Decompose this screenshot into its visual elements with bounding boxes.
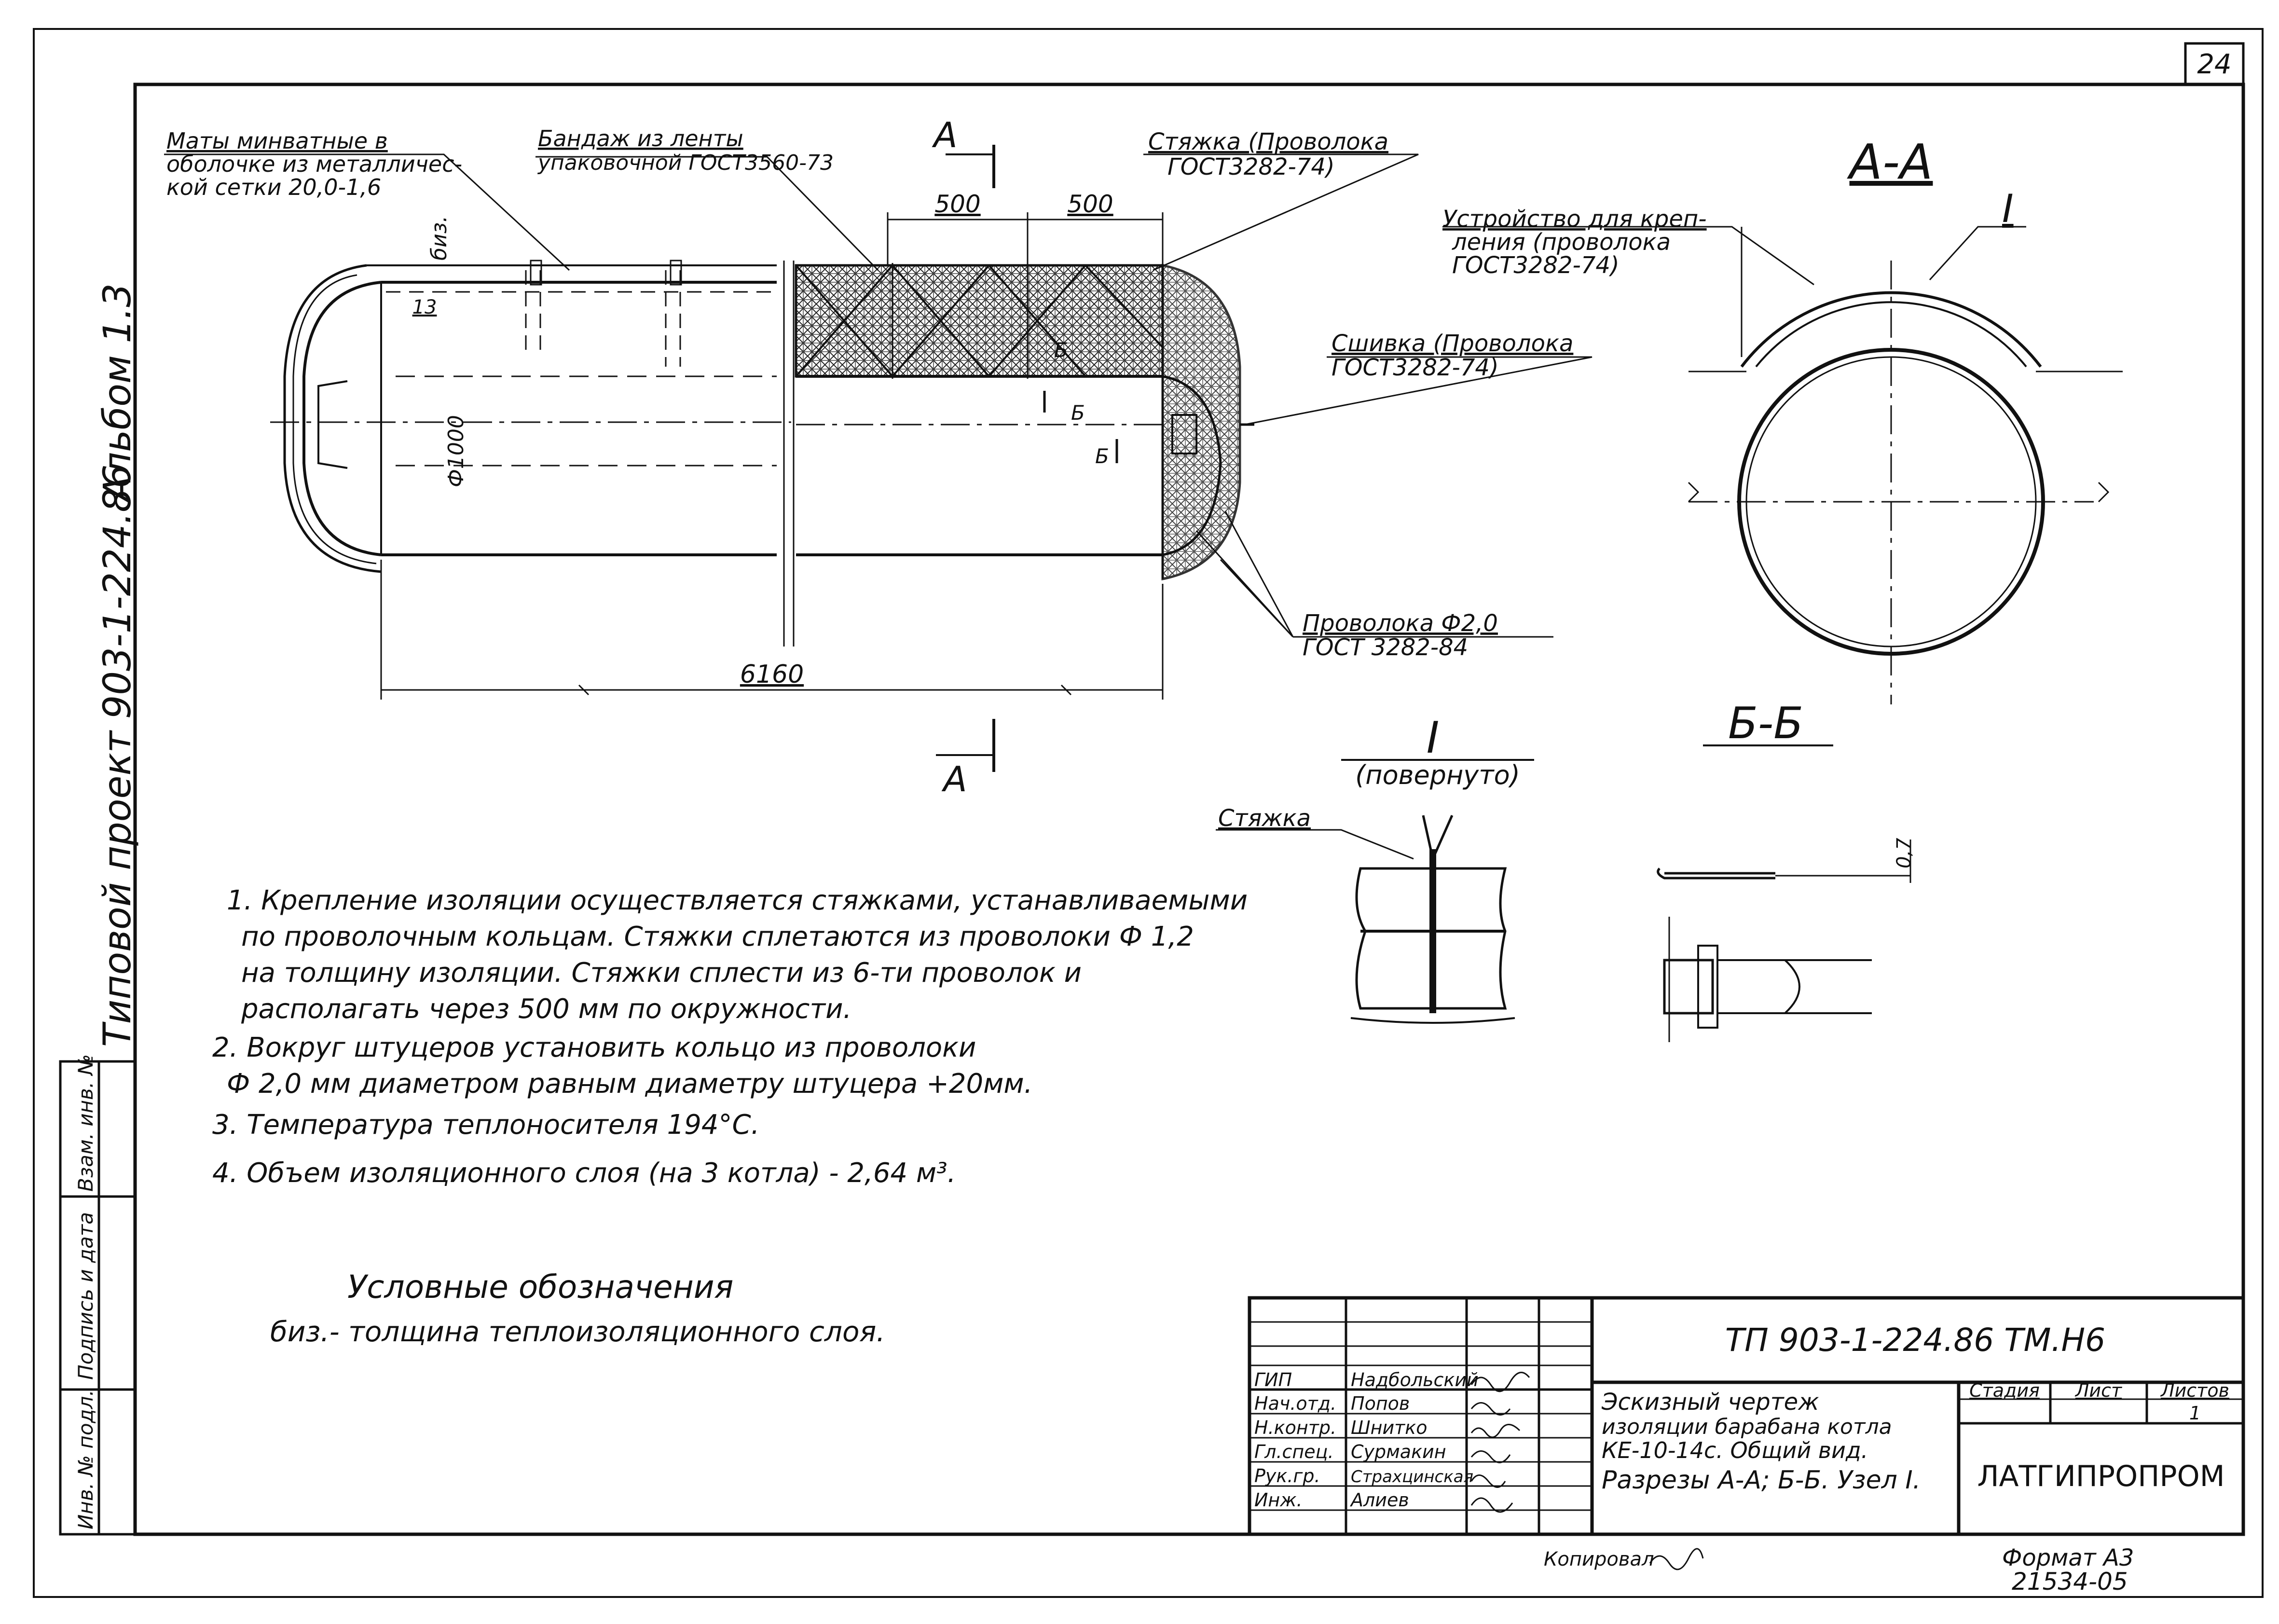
label-tie-1: Стяжка (Проволока — [1148, 128, 1388, 155]
node-i-title: I — [1427, 713, 1440, 763]
side-stamp: Взам. инв. № Подпись и дата Инв. № подл. — [59, 1054, 137, 1536]
note-line-3: на толщину изоляции. Стяжки сплести из 6… — [241, 957, 1082, 989]
role-4: Гл.спец. — [1254, 1441, 1334, 1462]
dim-500-b: 500 — [1067, 190, 1113, 218]
title-line-3: КЕ-10-14с. Общий вид. — [1602, 1437, 1868, 1463]
title-line-1: Эскизный чертеж — [1601, 1389, 1819, 1416]
name-5: Страхцинская — [1351, 1467, 1473, 1486]
project-label: Типовой проект 903-1-224.86 — [96, 464, 139, 1047]
label-bandage-2: упаковочной ГОСТ3560-73 — [537, 151, 834, 175]
note-line-8: 4. Объем изоляционного слоя (на 3 котла)… — [212, 1157, 956, 1189]
name-6: Алиев — [1349, 1489, 1409, 1511]
label-seam-1: Сшивка (Проволока — [1332, 330, 1573, 357]
side-stamp-signature: Подпись и дата — [74, 1212, 97, 1380]
album-label: Альбом 1.3 — [96, 283, 139, 504]
label-wire-1: Проволока Ф2,0 — [1303, 610, 1498, 637]
organization: ЛАТГИПРОПРОМ — [1977, 1459, 2224, 1493]
section-bb-dim: 0,7 — [1893, 838, 1915, 868]
sheet-number-box — [2184, 42, 2245, 86]
name-2: Попов — [1351, 1393, 1410, 1414]
footer-number: 21534-05 — [2012, 1568, 2128, 1596]
title-line-4: Разрезы А-А; Б-Б. Узел I. — [1602, 1466, 1921, 1495]
note-line-1: 1. Крепление изоляции осуществляется стя… — [227, 885, 1248, 916]
section-aa-label-1: Устройство для креп- — [1442, 206, 1707, 233]
node-i: I (повернуто) Стяжка — [1216, 713, 1534, 1024]
role-6: Инж. — [1254, 1489, 1303, 1511]
legend-title: Условные обозначения — [347, 1268, 733, 1306]
legend-item: биз.- толщина теплоизоляционного слоя. — [270, 1315, 885, 1348]
role-1: ГИП — [1254, 1369, 1292, 1390]
section-b-1: Б — [1054, 338, 1068, 362]
label-wire-2: ГОСТ 3282-84 — [1303, 634, 1468, 661]
dim-6160: 6160 — [740, 660, 804, 689]
name-1: Надбольский — [1351, 1369, 1479, 1390]
section-bb-title: Б-Б — [1728, 698, 1803, 749]
role-3: Н.контр. — [1254, 1417, 1336, 1438]
note-line-5: 2. Вокруг штуцеров установить кольцо из … — [212, 1032, 976, 1063]
name-4: Сурмакин — [1351, 1441, 1446, 1462]
dim-biz: биз. — [427, 216, 452, 261]
title-block: ГИП Нач.отд. Н.контр. Гл.спец. Рук.гр. И… — [1248, 1296, 2245, 1536]
section-aa-node-mark: I — [2002, 186, 2014, 231]
note-line-7: 3. Температура теплоносителя 194°С. — [212, 1109, 759, 1141]
title-line-2: изоляции барабана котла — [1602, 1415, 1892, 1439]
section-aa: А-А Устройство для креп- ления (проволок… — [1442, 134, 2123, 704]
section-b-2: Б — [1071, 401, 1085, 425]
section-a-top: А — [932, 115, 957, 155]
label-mats-3: кой сетки 20,0-1,6 — [166, 174, 381, 200]
outer-frame — [33, 28, 2264, 1598]
dim-500-a: 500 — [934, 190, 980, 218]
section-b-3: Б — [1095, 444, 1109, 468]
label-seam-2: ГОСТ3282-74) — [1332, 354, 1499, 381]
name-3: Шнитко — [1351, 1417, 1428, 1438]
section-a-bottom: А — [941, 759, 967, 799]
node-i-label: Стяжка — [1218, 805, 1311, 832]
role-5: Рук.гр. — [1254, 1465, 1320, 1486]
section-aa-label-2: ления (проволока — [1452, 229, 1671, 256]
section-bb: Б-Б 0,7 — [1657, 698, 1915, 1042]
col-sheets: Листов — [2160, 1380, 2229, 1401]
note-line-2: по проволочным кольцам. Стяжки сплетаютс… — [241, 921, 1194, 952]
role-2: Нач.отд. — [1254, 1393, 1336, 1414]
main-view: 6160 500 500 13 биз. Ф1000 А А Б Б Б Мат… — [164, 115, 1593, 799]
footer: Копировал Формат А3 21534-05 — [1544, 1544, 2134, 1596]
label-mats-1: Маты минватные в — [166, 128, 388, 154]
node-i-subtitle: (повернуто) — [1355, 760, 1520, 790]
col-sheet: Лист — [2074, 1380, 2123, 1401]
note-line-6: Ф 2,0 мм диаметром равным диаметру штуце… — [227, 1068, 1032, 1100]
footer-copied: Копировал — [1544, 1548, 1654, 1570]
dim-phi1000: Ф1000 — [444, 415, 468, 487]
section-aa-title: А-А — [1847, 134, 1933, 190]
label-bandage-1: Бандаж из ленты — [538, 125, 743, 151]
label-mats-2: оболочке из металличес- — [166, 151, 462, 177]
col-stage: Стадия — [1969, 1380, 2040, 1401]
sheet-number: 24 — [2197, 49, 2231, 80]
label-tie-2: ГОСТ3282-74) — [1167, 153, 1335, 180]
section-aa-label-3: ГОСТ3282-74) — [1452, 252, 1620, 279]
side-stamp-replaces: Взам. инв. № — [74, 1054, 97, 1192]
notes: 1. Крепление изоляции осуществляется стя… — [212, 885, 1248, 1189]
dim-13: 13 — [412, 296, 437, 318]
footer-format: Формат А3 — [2002, 1544, 2134, 1571]
sheets-value: 1 — [2189, 1403, 2201, 1424]
side-stamp-inv: Инв. № подл. — [74, 1390, 97, 1529]
title-code: ТП 903-1-224.86 ТМ.Н6 — [1725, 1321, 2105, 1359]
legend: Условные обозначения биз.- толщина тепло… — [270, 1268, 885, 1348]
inner-frame — [133, 83, 2245, 1536]
note-line-4: располагать через 500 мм по окружности. — [241, 993, 851, 1025]
